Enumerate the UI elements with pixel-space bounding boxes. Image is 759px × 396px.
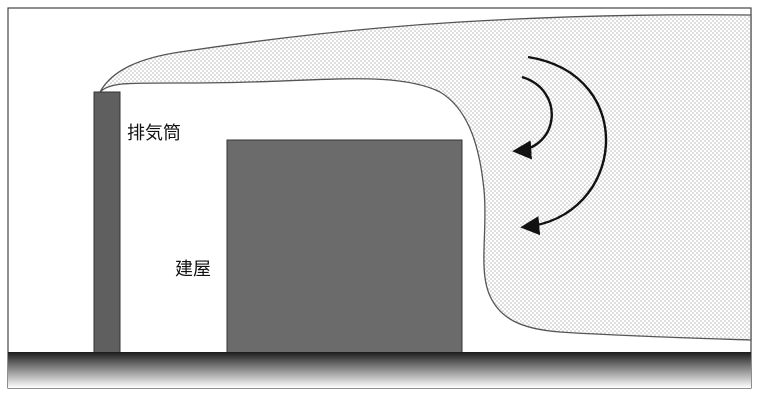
eddy-arrow-small: [512, 75, 553, 160]
building-label: 建屋: [175, 259, 211, 280]
plume-region: [99, 14, 752, 341]
ground: [8, 352, 751, 388]
exhaust-stack: [93, 91, 121, 355]
building: [226, 139, 463, 355]
eddy-arrow-large: [520, 55, 608, 236]
stack-label: 排気筒: [127, 123, 181, 144]
